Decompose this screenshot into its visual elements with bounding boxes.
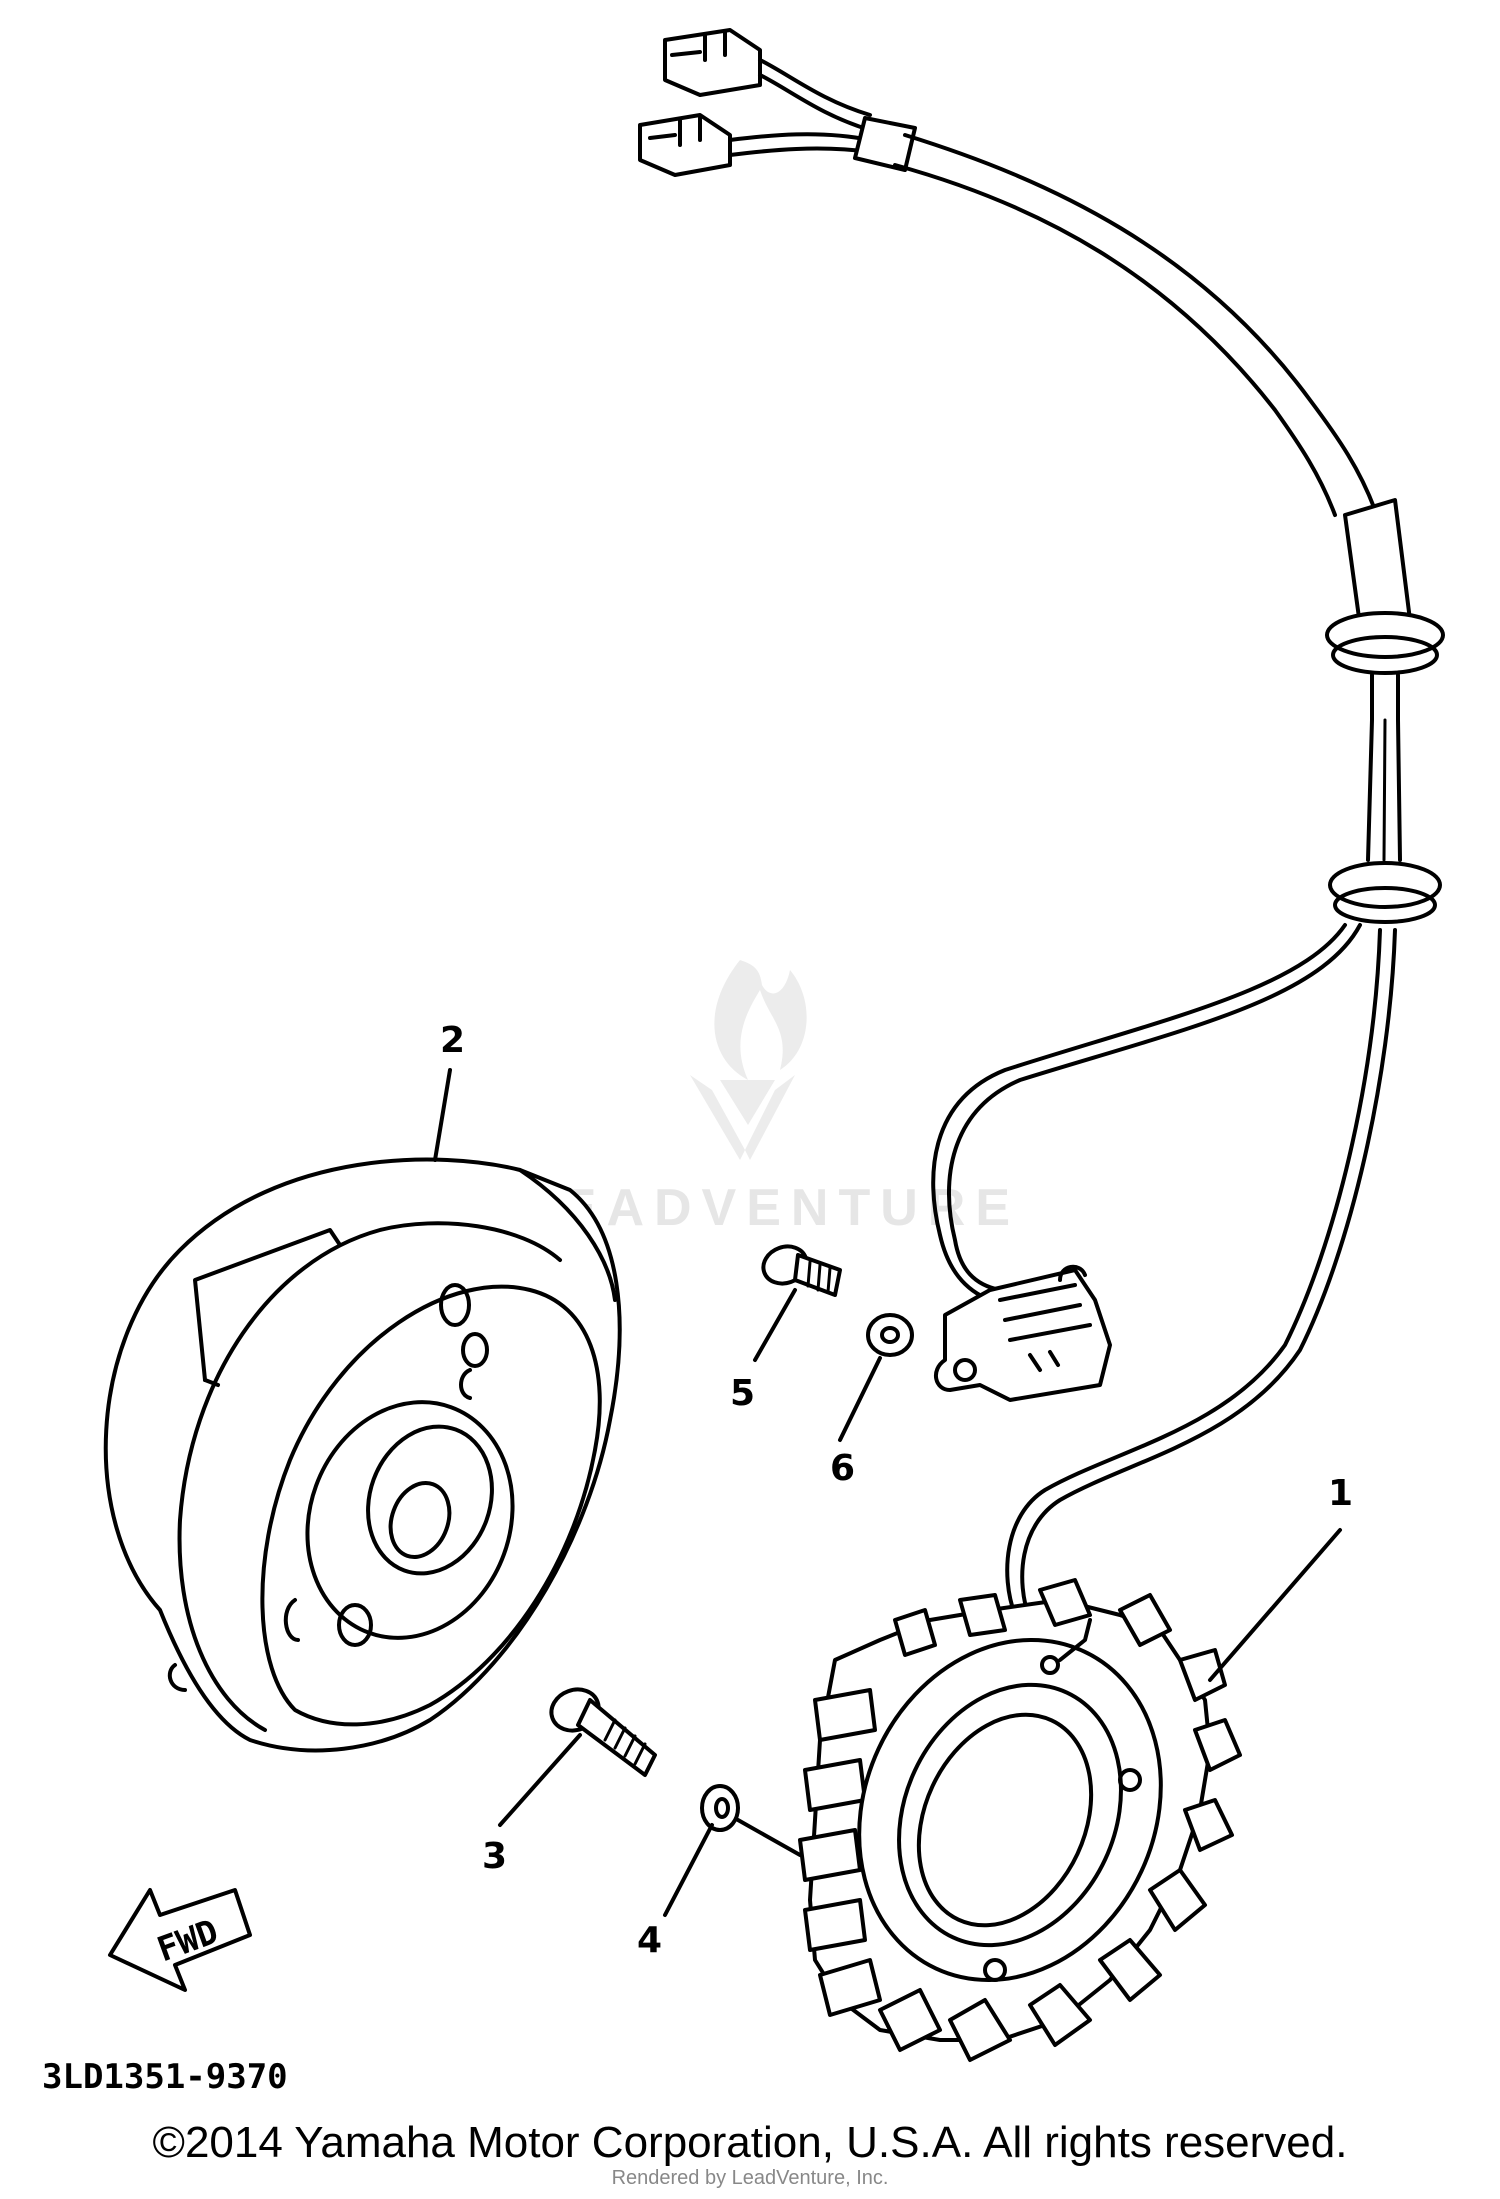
wire-connector-upper — [663, 28, 762, 97]
copyright-notice: ©2014 Yamaha Motor Corporation, U.S.A. A… — [152, 2118, 1348, 2167]
pickup-coil — [934, 1264, 1112, 1402]
leader-line-1 — [1208, 1528, 1342, 1682]
bolt-long — [549, 1687, 657, 1777]
callout-1: 1 — [1328, 1473, 1353, 1514]
callout-2: 2 — [440, 1020, 465, 1061]
callout-6: 6 — [830, 1448, 855, 1489]
washer-small — [866, 1313, 914, 1357]
callout-5: 5 — [730, 1373, 755, 1414]
leader-line-4 — [663, 1823, 714, 1917]
leader-line-6 — [838, 1356, 882, 1442]
stator-coil — [798, 1578, 1242, 2062]
bolt-small — [761, 1244, 842, 1297]
flywheel-rotor — [103, 1157, 622, 1753]
callout-3: 3 — [482, 1836, 507, 1877]
wire-connector-lower — [638, 113, 732, 177]
diagram-part-code: 3LD1351-9370 — [42, 2057, 288, 2097]
callout-4: 4 — [637, 1920, 662, 1961]
leader-line-4b — [736, 1818, 802, 1857]
grommet-lower — [1328, 861, 1442, 924]
washer-large — [700, 1784, 740, 1832]
watermark-logo: LEADVENTURE — [520, 960, 1010, 1237]
leader-line-3 — [498, 1733, 582, 1827]
grommet-upper — [1325, 611, 1445, 675]
forward-direction-arrow: FWD — [108, 1888, 252, 1992]
rendered-by-note: Rendered by LeadVenture, Inc. — [611, 2167, 889, 2189]
leader-line-5 — [753, 1288, 797, 1362]
leader-line-2 — [433, 1068, 452, 1162]
